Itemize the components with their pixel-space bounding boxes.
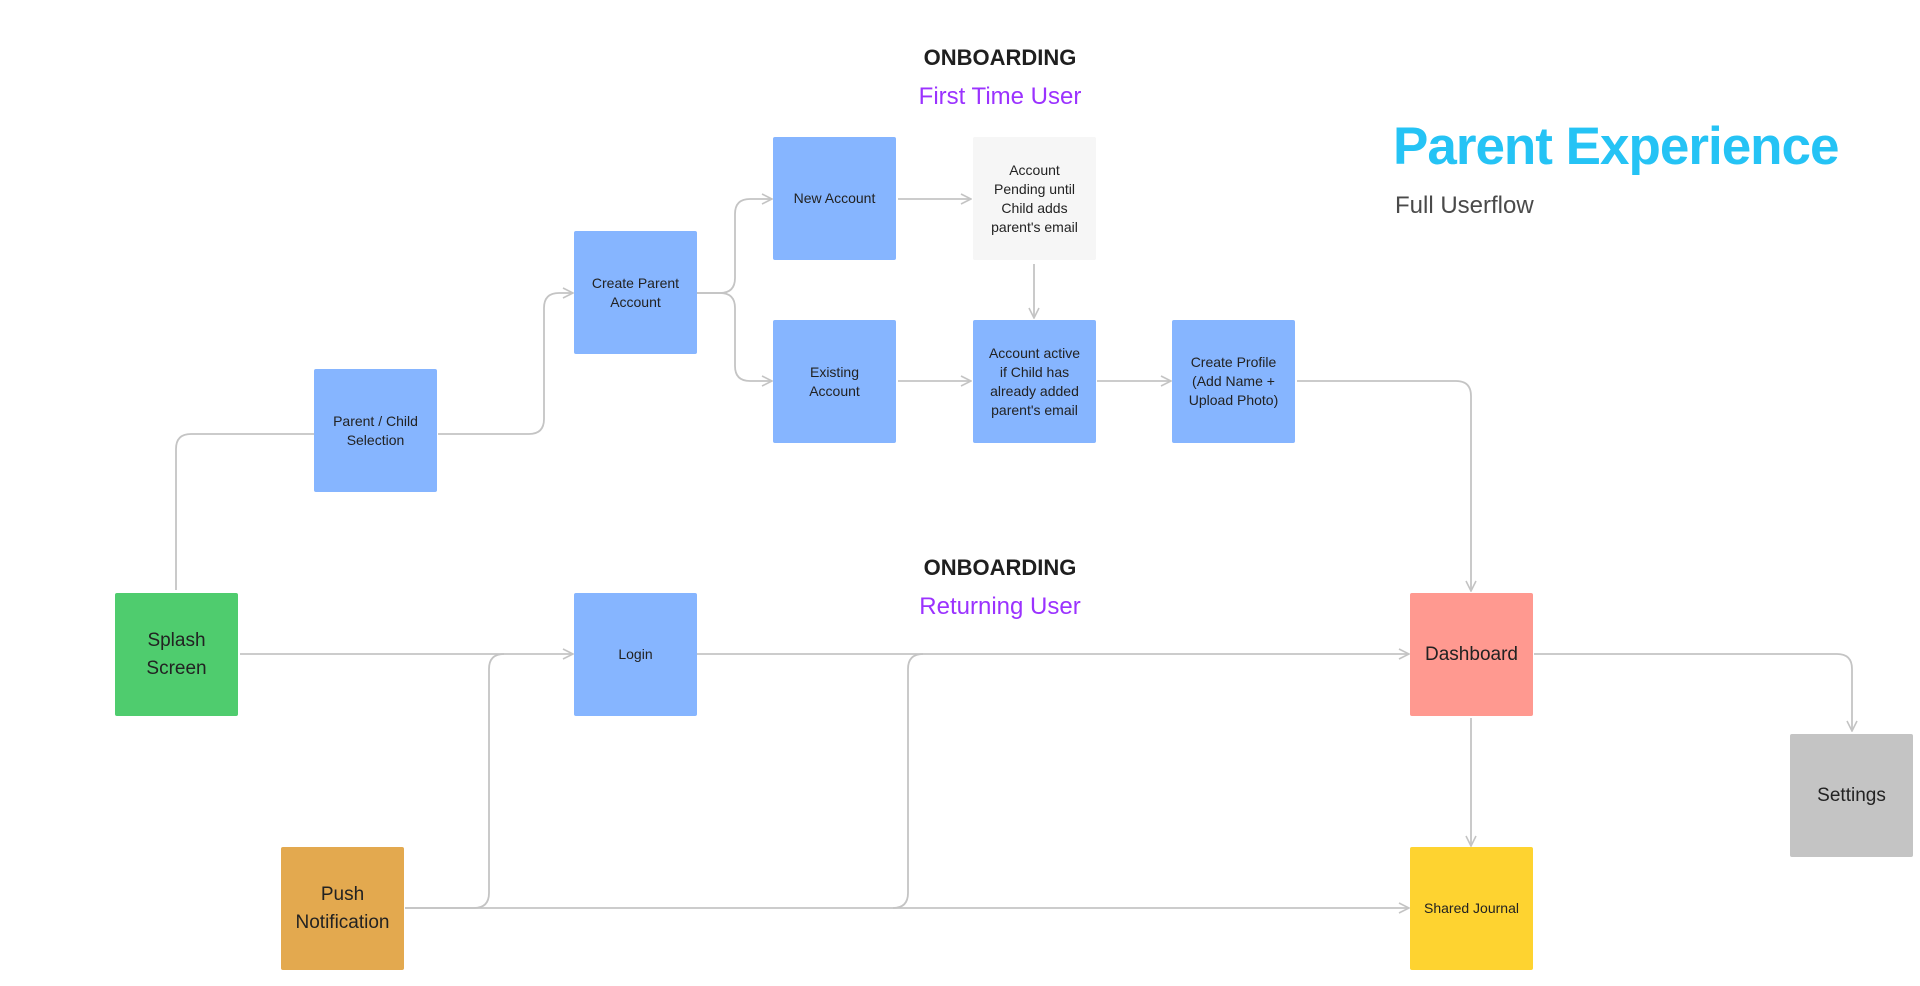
account-pending-node[interactable]: Account Pending until Child adds parent'… (973, 137, 1096, 260)
section-heading-returning: ONBOARDING (923, 555, 1077, 580)
create-profile-node[interactable]: Create Profile (Add Name + Upload Photo) (1172, 320, 1295, 443)
login-label: Login (618, 646, 653, 662)
create-parent-account-label: Create Parent Account (591, 274, 680, 310)
create-parent-account-node[interactable]: Create Parent Account (574, 231, 697, 354)
connector-create-parent-to-existing-account (697, 292, 772, 381)
settings-node[interactable]: Settings (1790, 734, 1913, 857)
settings-label: Settings (1817, 784, 1886, 806)
new-account-node[interactable]: New Account (773, 137, 896, 260)
login-node[interactable]: Login (574, 593, 697, 716)
connector-create-parent-to-new-account (697, 199, 772, 294)
dashboard-node[interactable]: Dashboard (1410, 593, 1533, 716)
brand-subtitle: Full Userflow (1395, 192, 1534, 219)
connector-push-to-dashboard (892, 653, 924, 909)
section-heading-first-time: ONBOARDING (923, 45, 1077, 70)
push-notification-label: Push Notification (295, 883, 390, 933)
connector-push-to-login (405, 653, 505, 909)
account-active-label: Account active if Child has already adde… (988, 344, 1081, 418)
section-subheading-first-time: First Time User (918, 83, 1082, 110)
section-subheading-returning: Returning User (919, 593, 1081, 620)
connector-dashboard-to-settings (1534, 653, 1852, 731)
shared-journal-label: Shared Journal (1424, 900, 1519, 916)
account-active-node[interactable]: Account active if Child has already adde… (973, 320, 1096, 443)
new-account-label: New Account (793, 190, 876, 206)
parent-child-selection-label: Parent / Child Selection (333, 412, 418, 448)
connector-parent-child-to-create-parent (438, 293, 573, 435)
account-pending-label: Account Pending until Child adds parent'… (991, 161, 1078, 235)
splash-screen-label: Splash Screen (146, 629, 207, 679)
shared-journal-node[interactable]: Shared Journal (1410, 847, 1533, 970)
existing-account-node[interactable]: Existing Account (773, 320, 896, 443)
connector-create-profile-to-dashboard (1297, 380, 1471, 591)
dashboard-label: Dashboard (1425, 643, 1518, 665)
create-profile-label: Create Profile (Add Name + Upload Photo) (1188, 354, 1279, 408)
brand-title: Parent Experience (1393, 117, 1840, 176)
connector-splash-to-parent-child (175, 433, 314, 590)
splash-screen-node[interactable]: Splash Screen (115, 593, 238, 716)
push-notification-node[interactable]: Push Notification (281, 847, 404, 970)
parent-child-selection-node[interactable]: Parent / Child Selection (314, 369, 437, 492)
existing-account-label: Existing Account (809, 363, 860, 399)
